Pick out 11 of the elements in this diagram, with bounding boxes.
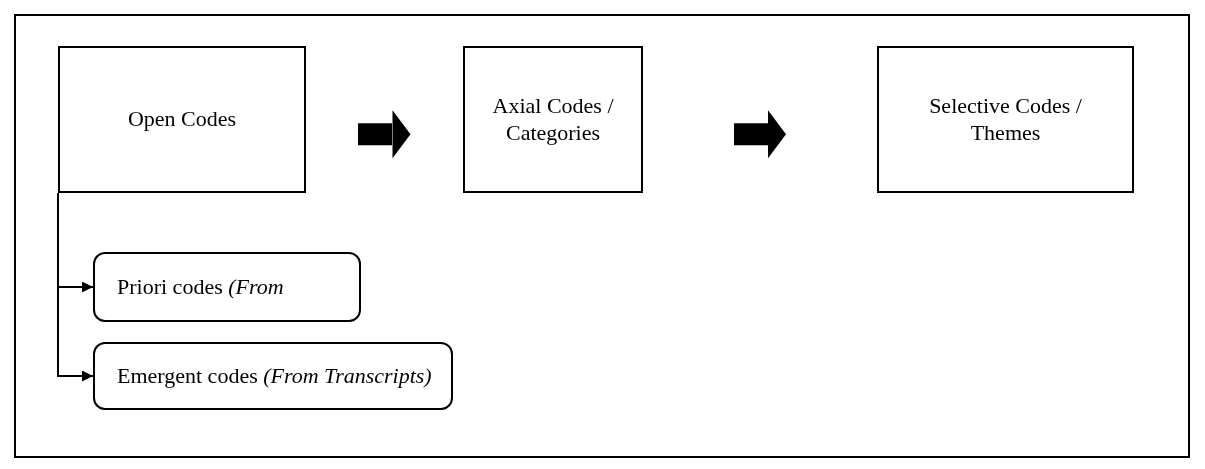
arrow xyxy=(57,192,94,382)
rounded-code-box xyxy=(93,252,361,322)
node-label: Open Codes xyxy=(127,106,237,133)
process-box xyxy=(877,46,1134,193)
node-label: Emergent codes (From Transcripts) xyxy=(117,362,432,390)
process-box xyxy=(58,46,306,193)
node-label: Selective Codes / Themes xyxy=(928,93,1083,146)
node-label: Axial Codes / Categories xyxy=(491,93,615,146)
node-label: Priori codes (From xyxy=(117,273,284,301)
rounded-code-box xyxy=(93,342,453,410)
process-box xyxy=(463,46,643,193)
